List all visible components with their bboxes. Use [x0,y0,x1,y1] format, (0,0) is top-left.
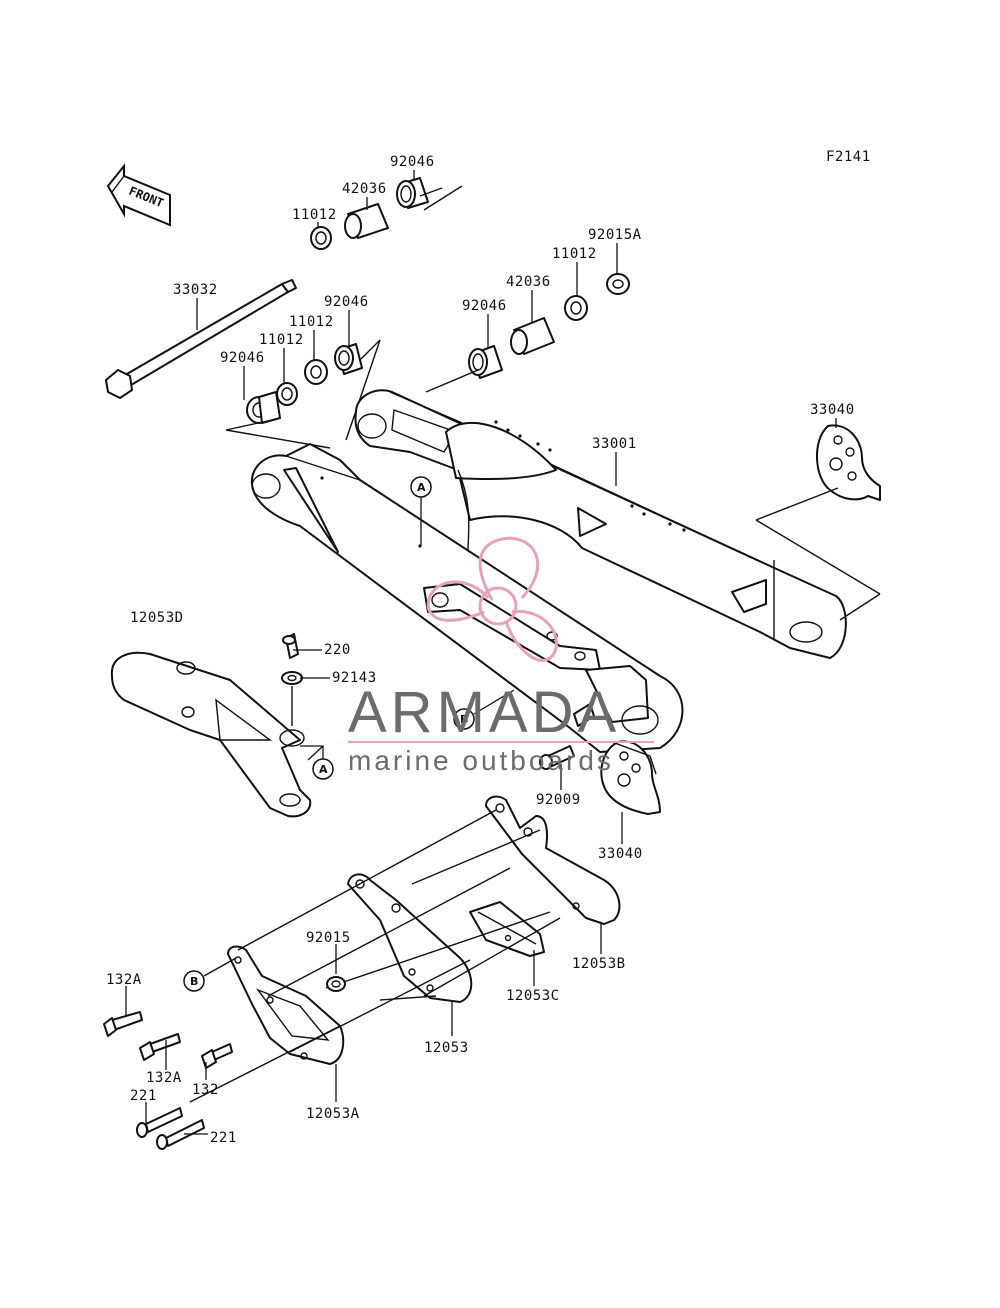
bolt-92009 [539,745,575,770]
watermark-tagline: marine outboards [348,745,614,776]
watermark-brand: ARMADA [348,680,620,745]
chain-guard-12053A [227,945,345,1065]
label-12053B: 12053B [572,956,626,972]
label-42036-right: 42036 [506,274,551,290]
ref-a-bottom-label: A [319,763,328,776]
label-132: 132 [192,1082,219,1098]
reference-b-bottom: B [183,957,237,992]
label-12053C: 12053C [506,988,560,1004]
label-92046-left: 92046 [220,350,265,366]
label-221-bottom: 221 [210,1130,237,1146]
label-11012-right: 11012 [552,246,597,262]
bearing-group-right [425,273,630,393]
label-33032: 33032 [173,282,218,298]
chain-adjuster-bottom [600,740,661,815]
label-11012-mid-a: 11012 [289,314,334,330]
diagram-code: F2141 [826,149,871,165]
label-221-top: 221 [130,1088,157,1104]
chain-guard-12053 [347,873,473,1003]
label-12053D: 12053D [130,610,184,626]
label-132A-top: 132A [106,972,142,988]
label-92046-right: 92046 [462,298,507,314]
reference-b-top: B [453,689,515,730]
label-220: 220 [324,642,351,658]
pivot-shaft [105,279,297,399]
bearing-group-top [310,177,463,250]
label-11012-top: 11012 [292,207,337,223]
label-33040-top: 33040 [810,402,855,418]
bearing-group-mid [225,339,381,449]
part-labels: 92046 42036 11012 33032 92046 11012 1101… [106,154,855,1146]
label-92143: 92143 [332,670,377,686]
label-11012-mid-b: 11012 [259,332,304,348]
chain-slider [110,633,312,818]
assembly-lines [189,809,561,1103]
ref-a-top-label: A [417,481,426,494]
ref-b-bottom-label: B [190,975,198,988]
label-42036-top: 42036 [342,181,387,197]
label-12053A: 12053A [306,1106,360,1122]
label-92009: 92009 [536,792,581,808]
screw-221-top [136,1107,183,1138]
label-92015A: 92015A [588,227,642,243]
swingarm [250,389,847,753]
leader-lines [125,170,837,1135]
bolt-132A-top [103,1011,143,1037]
label-33040-bottom: 33040 [598,846,643,862]
chain-adjuster-top [755,424,881,621]
chain-guard-12053C [469,901,545,957]
label-92046-mid: 92046 [324,294,369,310]
washer-92015 [326,976,346,992]
label-92046-top: 92046 [390,154,435,170]
reference-a-bottom: A [300,745,334,780]
front-arrow-icon: FRONT [106,163,171,227]
screw-221-bottom [156,1119,205,1150]
propeller-logo-icon [426,536,558,662]
label-33001: 33001 [592,436,637,452]
ref-b-top-label: B [460,713,468,726]
label-92015: 92015 [306,930,351,946]
bolt-132A-bottom [139,1033,181,1061]
watermark: ARMADA marine outboards [348,536,654,776]
reference-a-top: A [410,476,432,546]
label-12053: 12053 [424,1040,469,1056]
label-132A-bottom: 132A [146,1070,182,1086]
chain-guard-12053B [485,795,621,925]
